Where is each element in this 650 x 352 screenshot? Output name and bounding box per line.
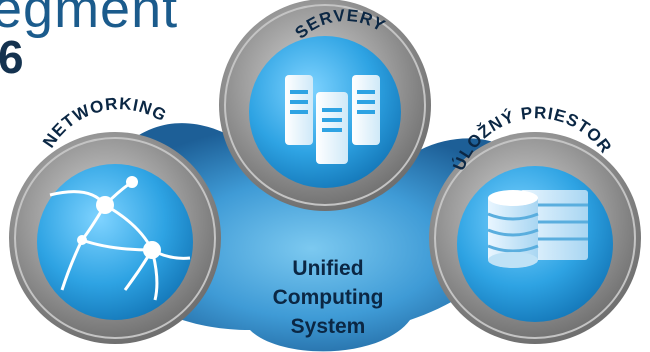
blue-cloud-blob — [99, 123, 524, 352]
title-fragment-line2: 6 — [0, 31, 24, 83]
center-line3: System — [291, 315, 366, 338]
servery-node: SERVERY — [219, 0, 431, 211]
network-nodes — [77, 176, 161, 259]
center-label: Unified Computing System — [273, 257, 384, 338]
database-icon — [487, 190, 588, 268]
networking-node: NETWORKING — [9, 94, 221, 344]
server-rack-icon — [285, 75, 380, 164]
center-line2: Computing — [273, 286, 384, 309]
title-fragment-line1: egment — [0, 0, 179, 39]
center-line1: Unified — [292, 257, 363, 280]
